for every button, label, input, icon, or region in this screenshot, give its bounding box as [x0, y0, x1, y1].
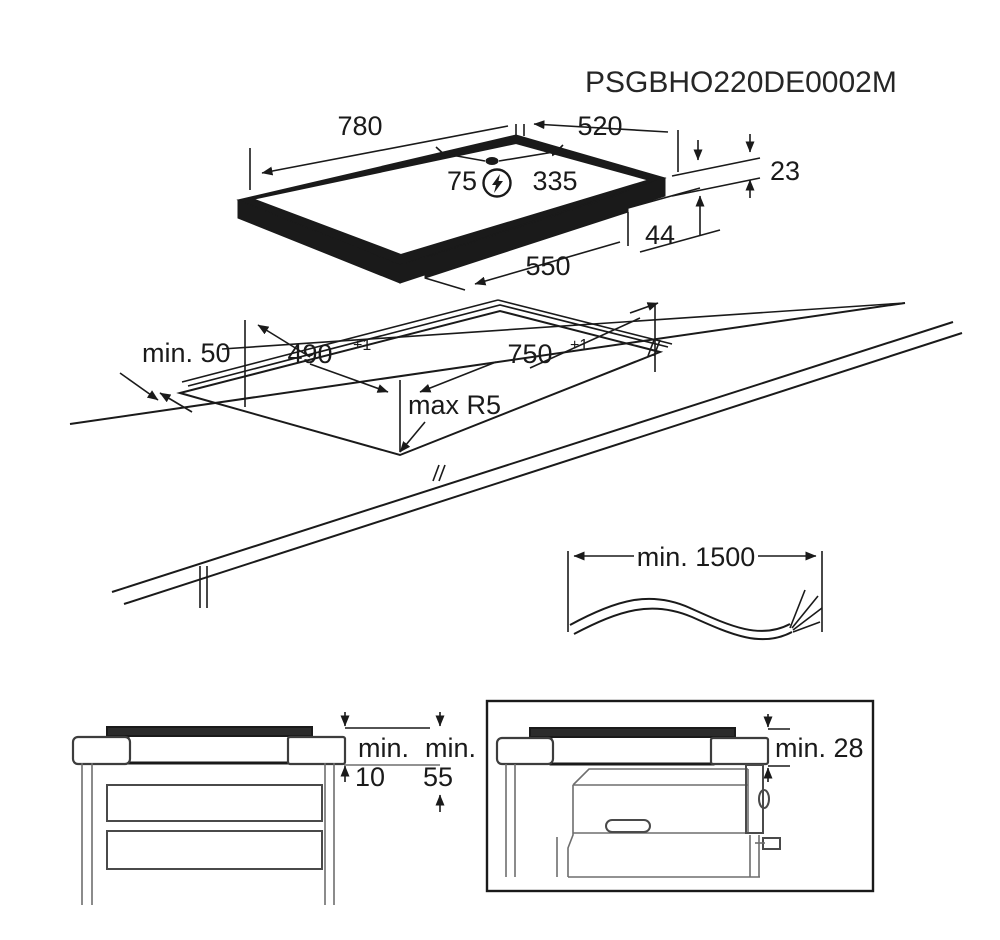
- view-section-right: min. 28: [485, 699, 875, 893]
- dim-arrow-750-a: [629, 302, 659, 314]
- section-left-worktop-left: [71, 735, 132, 766]
- dim-label-750-sup: +1: [570, 337, 588, 354]
- section-left-drawer-1: [106, 784, 323, 822]
- dim-label-cable: min. 1500: [637, 542, 756, 572]
- section-right-worktop-left: [495, 736, 555, 766]
- ext-line-335: [552, 144, 564, 156]
- cable-strand-2: [791, 595, 819, 629]
- dim-label-780: 780: [337, 111, 382, 141]
- dim-arrow-490-a: [257, 324, 311, 358]
- section-left-glass: [106, 726, 313, 737]
- oven-hinge-icon: [758, 789, 770, 809]
- section-left-drawer-2: [106, 830, 323, 870]
- connection-point-marker: [485, 157, 499, 165]
- oven-screw-icon: [762, 837, 781, 850]
- dim-arrow-75: [439, 150, 486, 162]
- oven-right-column: [745, 764, 764, 834]
- cutout-inner-edge: [187, 304, 669, 387]
- section-right-worktop-right: [709, 736, 770, 766]
- ext-line-550-a: [424, 277, 466, 291]
- dim-arrow-520: [533, 120, 669, 133]
- view-hob-isometric: 780 520 75 335 23: [236, 111, 800, 291]
- ext-line-75: [435, 146, 448, 158]
- dim-arrow-min50-b: [159, 392, 193, 413]
- view-worktop-cutout: min. 50 490 +1 750 +1 max R5: [69, 299, 963, 608]
- oven-door-handle: [605, 819, 651, 833]
- dim-arrow-490-b: [309, 363, 389, 393]
- oven-top-bevel: [572, 768, 748, 786]
- cable-outline-bottom: [573, 607, 793, 641]
- dim-label-min28: min. 28: [775, 733, 864, 763]
- ext-line-23-bot: [671, 177, 761, 197]
- oven-left-profile: [567, 785, 574, 877]
- leader-750-a: [529, 317, 641, 369]
- dim-label-750: 750: [507, 339, 552, 369]
- cutout-top-offset: [181, 299, 499, 383]
- dim-arrow-780: [261, 125, 509, 176]
- cutout-right-offset: [497, 299, 673, 345]
- dim-label-550: 550: [525, 251, 570, 281]
- break-tick-2b: [438, 464, 446, 482]
- section-right-frame: [485, 699, 875, 893]
- dim-leader-maxr5: [399, 421, 426, 453]
- worktop-front-edge-mid: [111, 321, 954, 593]
- section-right-hob-body: [549, 738, 715, 766]
- dim-label-490: 490: [287, 339, 332, 369]
- cutout-outline: [176, 309, 664, 457]
- dim-label-min55-line1: min.: [425, 733, 476, 763]
- dim-label-23: 23: [770, 156, 800, 186]
- dim-arrow-335: [498, 148, 561, 162]
- dim-label-min10-line1: min.: [358, 733, 409, 763]
- dim-label-520: 520: [577, 111, 622, 141]
- dim-label-335: 335: [532, 166, 577, 196]
- hob-glass-surface: [248, 141, 654, 257]
- section-right-glass: [529, 727, 736, 738]
- cable-strand-1: [789, 589, 806, 629]
- ext-line-44-top: [627, 187, 701, 209]
- worktop-front-edge-top: [69, 302, 906, 425]
- dim-label-maxr5: max R5: [408, 390, 501, 420]
- dim-label-44: 44: [645, 220, 675, 250]
- section-left-hob-body: [126, 737, 292, 765]
- ext-line-23-top: [671, 157, 761, 177]
- view-cable: min. 1500: [567, 542, 823, 641]
- cable-outline-top: [569, 597, 791, 632]
- dim-label-min55-line2: 55: [423, 762, 453, 792]
- dim-arrow-550: [474, 241, 621, 286]
- view-section-left: min. 10 min. 55: [71, 712, 476, 905]
- lightning-bolt-icon: [482, 168, 512, 198]
- ext-line-44-bot: [639, 229, 721, 253]
- section-left-worktop-right: [286, 735, 347, 766]
- dim-label-490-sup: +1: [353, 337, 371, 354]
- dim-label-min50: min. 50: [142, 338, 231, 368]
- dim-arrow-min50-a: [119, 372, 159, 401]
- cable-strand-4: [792, 621, 821, 633]
- cable-strand-3: [792, 607, 823, 631]
- dim-arrow-750-b: [419, 361, 497, 393]
- dim-label-75: 75: [447, 166, 477, 196]
- dim-label-min10-line2: 10: [355, 762, 385, 792]
- break-tick-2a: [432, 464, 440, 482]
- drawing-title: PSGBHO220DE0002M: [585, 66, 897, 99]
- worktop-front-edge-bottom: [123, 332, 963, 605]
